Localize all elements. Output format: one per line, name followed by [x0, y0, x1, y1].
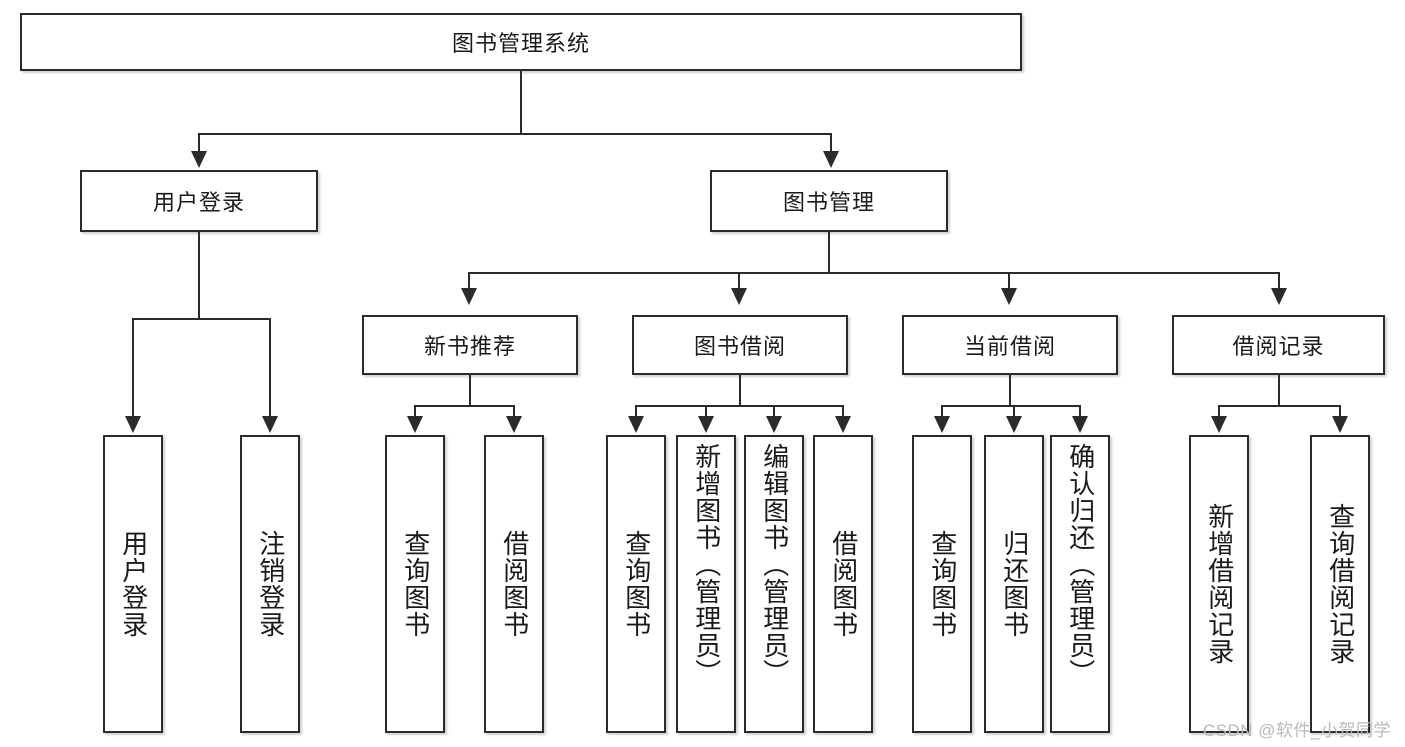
- node-label: 查询借阅记录: [1325, 503, 1356, 665]
- node-label: 确认归还（管理员）: [1065, 443, 1096, 686]
- arrowhead-bookborrow-leaf-3: [766, 416, 782, 433]
- edge-root-drop-right: [830, 133, 832, 151]
- edge-bookmanage-bus: [468, 272, 1280, 274]
- node-user-login[interactable]: 用户登录: [80, 170, 318, 232]
- node-label: 借阅记录: [1232, 334, 1325, 359]
- node-label: 查询图书: [927, 530, 958, 638]
- node-label: 编辑图书（管理员）: [759, 443, 790, 686]
- edge-newbook-bus: [414, 405, 514, 407]
- arrowhead-to-book-manage: [823, 151, 839, 168]
- arrowhead-to-borrow-record: [1271, 288, 1287, 305]
- arrowhead-currentborrow-leaf-1: [934, 416, 950, 433]
- edge-bookborrow-drop-2: [705, 405, 707, 418]
- leaf-borrow-book[interactable]: 借阅图书: [813, 435, 873, 733]
- edge-bookborrow-drop-3: [773, 405, 775, 418]
- node-label: 查询图书: [400, 530, 431, 638]
- edge-newbook-stem: [469, 375, 471, 406]
- node-label: 图书借阅: [693, 334, 786, 359]
- edge-bookborrow-drop-1: [635, 405, 637, 418]
- edge-root-bus: [198, 133, 832, 135]
- node-label: 用户登录: [152, 190, 245, 215]
- node-label: 新增图书（管理员）: [691, 443, 722, 686]
- node-label: 图书管理: [782, 190, 875, 215]
- arrowhead-borrowrecord-leaf-1: [1211, 416, 1227, 433]
- leaf-return-book[interactable]: 归还图书: [984, 435, 1044, 733]
- edge-root-drop-left: [198, 133, 200, 151]
- edge-currentborrow-bus: [941, 405, 1080, 407]
- leaf-confirm-return-admin[interactable]: 确认归还（管理员）: [1050, 435, 1110, 733]
- edge-bookborrow-stem: [739, 375, 741, 406]
- node-root-system[interactable]: 图书管理系统: [20, 13, 1022, 71]
- watermark-text: CSDN @软件_小贺同学: [1202, 721, 1391, 740]
- node-label: 图书管理系统: [451, 31, 590, 56]
- node-new-book-recommend[interactable]: 新书推荐: [362, 315, 578, 375]
- leaf-add-borrow-record[interactable]: 新增借阅记录: [1189, 435, 1249, 733]
- arrowhead-bookborrow-leaf-2: [698, 416, 714, 433]
- edge-borrowrecord-stem: [1278, 375, 1280, 406]
- arrowhead-bookborrow-leaf-1: [628, 416, 644, 433]
- leaf-search-book-newrec[interactable]: 查询图书: [385, 435, 445, 733]
- edge-userlogin-drop-2: [269, 318, 271, 418]
- edge-bookmanage-drop-1: [468, 272, 470, 289]
- node-label: 用户登录: [118, 530, 149, 638]
- leaf-user-login[interactable]: 用户登录: [103, 435, 163, 733]
- arrowhead-to-new-book-rec: [461, 288, 477, 305]
- edge-currentborrow-drop-2: [1013, 405, 1015, 418]
- node-current-borrow[interactable]: 当前借阅: [902, 315, 1118, 375]
- arrowhead-to-user-login: [191, 151, 207, 168]
- leaf-search-book-current[interactable]: 查询图书: [912, 435, 972, 733]
- edge-bookborrow-drop-4: [842, 405, 844, 418]
- leaf-add-book-admin[interactable]: 新增图书（管理员）: [676, 435, 736, 733]
- edge-bookmanage-drop-4: [1278, 272, 1280, 289]
- edge-bookmanage-stem: [828, 232, 830, 273]
- arrowhead-newbook-leaf-1: [407, 416, 423, 433]
- node-label: 借阅图书: [828, 530, 859, 638]
- arrowhead-currentborrow-leaf-3: [1072, 416, 1088, 433]
- arrowhead-currentborrow-leaf-2: [1006, 416, 1022, 433]
- node-label: 当前借阅: [963, 334, 1056, 359]
- edge-root-stem: [520, 71, 522, 134]
- arrowhead-userlogin-leaf-1: [125, 416, 141, 433]
- arrowhead-userlogin-leaf-2: [262, 416, 278, 433]
- edge-currentborrow-stem: [1009, 375, 1011, 406]
- leaf-edit-book-admin[interactable]: 编辑图书（管理员）: [744, 435, 804, 733]
- node-label: 查询图书: [621, 530, 652, 638]
- edge-newbook-drop-1: [414, 405, 416, 418]
- node-label: 新书推荐: [423, 334, 516, 359]
- edge-userlogin-stem: [198, 232, 200, 319]
- edge-borrowrecord-drop-1: [1218, 405, 1220, 418]
- edge-borrowrecord-drop-2: [1339, 405, 1341, 418]
- arrowhead-newbook-leaf-2: [506, 416, 522, 433]
- leaf-borrow-book-newrec[interactable]: 借阅图书: [484, 435, 544, 733]
- arrowhead-to-book-borrow: [731, 288, 747, 305]
- arrowhead-to-current-borrow: [1001, 288, 1017, 305]
- arrowhead-borrowrecord-leaf-2: [1332, 416, 1348, 433]
- leaf-search-borrow-record[interactable]: 查询借阅记录: [1310, 435, 1370, 733]
- edge-userlogin-drop-1: [132, 318, 134, 418]
- edge-borrowrecord-bus: [1218, 405, 1340, 407]
- edge-currentborrow-drop-3: [1079, 405, 1081, 418]
- node-borrow-record[interactable]: 借阅记录: [1172, 315, 1385, 375]
- node-book-management[interactable]: 图书管理: [710, 170, 948, 232]
- node-label: 归还图书: [999, 530, 1030, 638]
- node-label: 注销登录: [255, 530, 286, 638]
- edge-userlogin-bus: [132, 318, 270, 320]
- edge-bookborrow-bus: [635, 405, 843, 407]
- leaf-search-book-borrow[interactable]: 查询图书: [606, 435, 666, 733]
- node-book-borrow[interactable]: 图书借阅: [632, 315, 848, 375]
- edge-bookmanage-drop-2: [738, 272, 740, 289]
- node-label: 借阅图书: [499, 530, 530, 638]
- arrowhead-bookborrow-leaf-4: [835, 416, 851, 433]
- edge-currentborrow-drop-1: [941, 405, 943, 418]
- leaf-logout[interactable]: 注销登录: [240, 435, 300, 733]
- node-label: 新增借阅记录: [1204, 503, 1235, 665]
- edge-bookmanage-drop-3: [1008, 272, 1010, 289]
- edge-newbook-drop-2: [513, 405, 515, 418]
